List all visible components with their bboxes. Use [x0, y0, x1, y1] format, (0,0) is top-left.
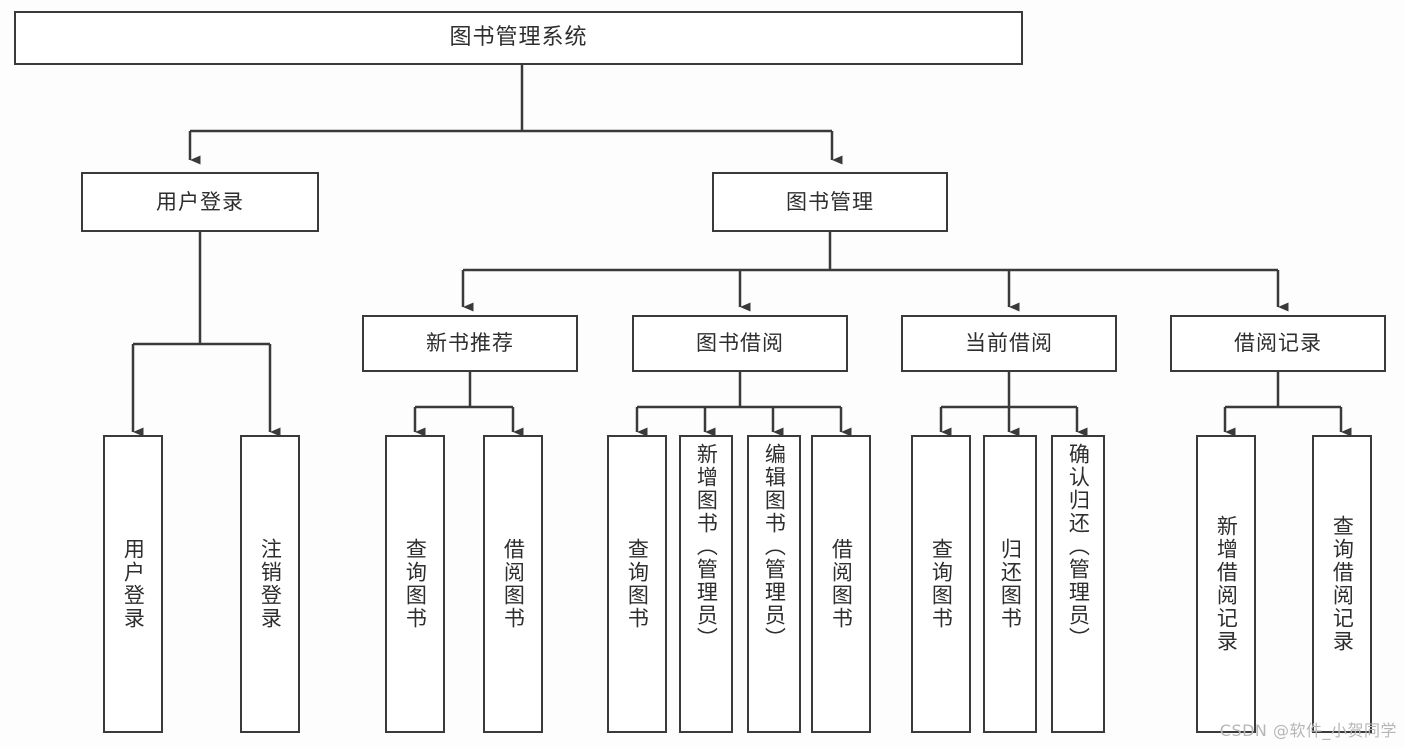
node-label: 用户登录: [156, 189, 244, 214]
leaf-borrow-record-search[interactable]: 查询借阅记录: [1312, 435, 1372, 733]
node-label: 图书借阅: [696, 331, 784, 355]
leaf-user-login-login[interactable]: 用户登录: [103, 435, 163, 733]
leaf-label: 借阅图书: [829, 538, 854, 630]
leaf-label: 归还图书: [998, 538, 1023, 630]
node-label: 图书管理: [786, 189, 874, 214]
leaf-label: 新增借阅记录: [1214, 515, 1239, 653]
leaf-label: 查询图书: [403, 538, 428, 630]
leaf-current-borrow-return[interactable]: 归还图书: [983, 435, 1037, 733]
node-new-book-recommend[interactable]: 新书推荐: [362, 315, 578, 372]
node-book-borrow[interactable]: 图书借阅: [632, 315, 848, 372]
leaf-book-borrow-borrow[interactable]: 借阅图书: [811, 435, 871, 733]
leaf-current-borrow-confirm-return[interactable]: 确认归还（管理员）: [1051, 435, 1105, 733]
leaf-label: 查询图书: [625, 538, 650, 630]
leaf-label: 注销登录: [258, 538, 283, 630]
leaf-book-borrow-search[interactable]: 查询图书: [607, 435, 667, 733]
node-label: 借阅记录: [1234, 331, 1322, 355]
leaf-label: 查询图书: [929, 538, 954, 630]
leaf-current-borrow-search[interactable]: 查询图书: [911, 435, 971, 733]
node-label: 图书管理系统: [449, 25, 588, 50]
node-book-management[interactable]: 图书管理: [712, 172, 948, 232]
leaf-label: 查询借阅记录: [1330, 515, 1355, 653]
leaf-user-login-logout[interactable]: 注销登录: [240, 435, 300, 733]
leaf-label: 用户登录: [121, 538, 146, 630]
leaf-new-book-borrow[interactable]: 借阅图书: [483, 435, 543, 733]
node-user-login[interactable]: 用户登录: [81, 172, 319, 232]
leaf-label: 确认归还（管理员）: [1066, 443, 1091, 650]
node-borrow-record[interactable]: 借阅记录: [1170, 315, 1386, 372]
leaf-label: 编辑图书（管理员）: [762, 443, 787, 650]
leaf-borrow-record-add[interactable]: 新增借阅记录: [1196, 435, 1256, 733]
node-root-system[interactable]: 图书管理系统: [14, 11, 1023, 65]
node-label: 新书推荐: [426, 331, 514, 355]
node-label: 当前借阅: [965, 331, 1053, 355]
node-current-borrow[interactable]: 当前借阅: [901, 315, 1117, 372]
leaf-book-borrow-add[interactable]: 新增图书（管理员）: [679, 435, 733, 733]
leaf-book-borrow-edit[interactable]: 编辑图书（管理员）: [747, 435, 801, 733]
leaf-label: 借阅图书: [501, 538, 526, 630]
leaf-new-book-search[interactable]: 查询图书: [385, 435, 445, 733]
leaf-label: 新增图书（管理员）: [694, 443, 719, 650]
